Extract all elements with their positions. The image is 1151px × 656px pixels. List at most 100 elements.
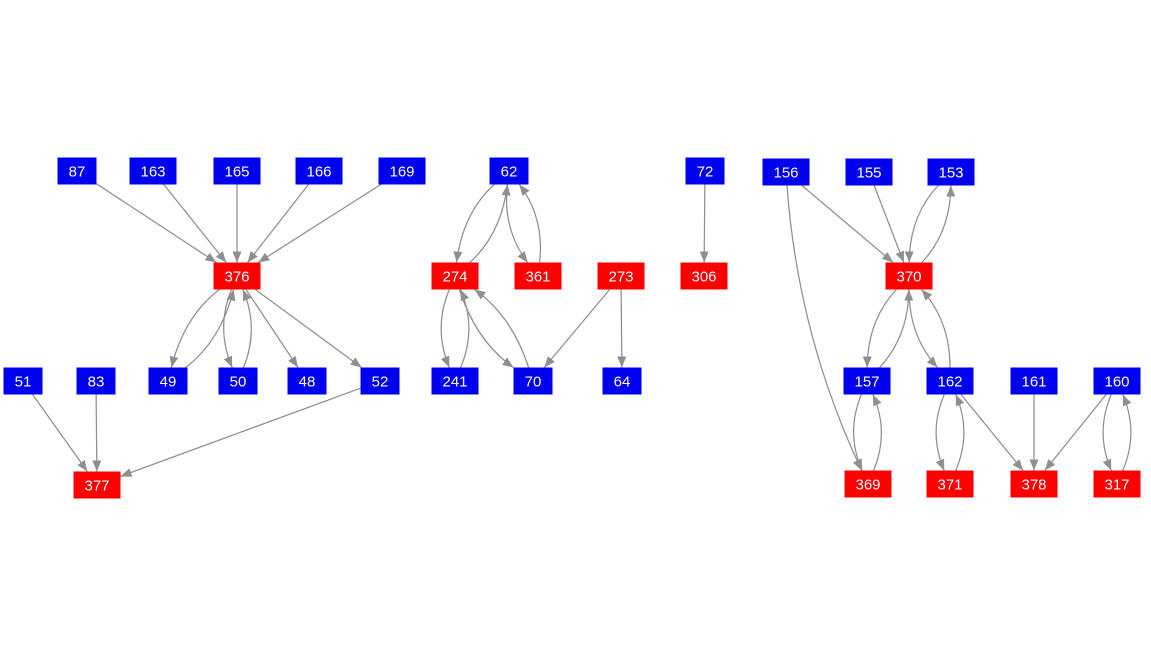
graph-node-376 bbox=[213, 262, 261, 290]
graph-node-label-157: 157 bbox=[854, 374, 879, 391]
graph-node-370 bbox=[885, 262, 933, 290]
graph-node-label-241: 241 bbox=[442, 374, 467, 391]
graph-node-label-306: 306 bbox=[691, 269, 716, 286]
graph-node-157 bbox=[843, 367, 891, 395]
graph-node-48 bbox=[287, 367, 327, 395]
graph-node-label-153: 153 bbox=[938, 165, 963, 182]
graph-node-label-50: 50 bbox=[230, 374, 247, 391]
edge-376-50 bbox=[223, 289, 233, 368]
graph-node-label-274: 274 bbox=[442, 269, 467, 286]
edges-layer bbox=[32, 183, 1132, 477]
graph-node-160 bbox=[1093, 367, 1141, 395]
edge-370-153 bbox=[921, 185, 956, 263]
graph-node-label-48: 48 bbox=[299, 374, 316, 391]
graph-node-label-370: 370 bbox=[896, 269, 921, 286]
graph-node-377 bbox=[73, 471, 121, 499]
graph-node-163 bbox=[129, 157, 177, 185]
edge-157-370 bbox=[879, 289, 914, 368]
graph-node-label-361: 361 bbox=[525, 269, 550, 286]
graph-node-70 bbox=[513, 367, 553, 395]
graph-node-label-165: 165 bbox=[224, 164, 249, 181]
edge-62-274 bbox=[453, 184, 495, 263]
graph-node-label-371: 371 bbox=[937, 477, 962, 494]
graph-node-169 bbox=[378, 157, 426, 185]
graph-node-label-62: 62 bbox=[501, 164, 518, 181]
graph-node-label-52: 52 bbox=[372, 374, 389, 391]
graph-node-161 bbox=[1010, 367, 1058, 395]
graph-node-317 bbox=[1093, 470, 1141, 498]
edge-162-370 bbox=[920, 289, 951, 368]
graph-node-83 bbox=[76, 367, 116, 395]
graph-node-label-273: 273 bbox=[608, 269, 633, 286]
graph-node-label-49: 49 bbox=[160, 374, 177, 391]
edge-50-376 bbox=[242, 289, 252, 368]
edge-52-377 bbox=[120, 387, 361, 477]
edge-274-62 bbox=[469, 184, 511, 263]
edge-62-361 bbox=[505, 184, 529, 263]
graph-node-label-169: 169 bbox=[389, 164, 414, 181]
edge-376-52 bbox=[255, 288, 362, 369]
graph-node-label-317: 317 bbox=[1104, 477, 1129, 494]
graph-node-156 bbox=[762, 158, 810, 186]
graph-node-label-87: 87 bbox=[69, 164, 86, 181]
edge-273-64 bbox=[617, 289, 627, 368]
graph-node-label-155: 155 bbox=[856, 165, 881, 182]
edge-155-370 bbox=[873, 185, 905, 263]
graph-node-51 bbox=[3, 367, 43, 395]
graph-node-label-160: 160 bbox=[1104, 374, 1129, 391]
graph-node-274 bbox=[431, 262, 479, 290]
graph-node-50 bbox=[218, 367, 258, 395]
graph-node-label-376: 376 bbox=[224, 269, 249, 286]
edge-162-378 bbox=[960, 394, 1024, 471]
graph-node-371 bbox=[926, 470, 974, 498]
graph-node-166 bbox=[295, 157, 343, 185]
edge-376-48 bbox=[245, 289, 299, 368]
graph-node-87 bbox=[57, 157, 97, 185]
graph-node-label-70: 70 bbox=[525, 374, 542, 391]
graph-node-label-72: 72 bbox=[697, 164, 714, 181]
edge-87-376 bbox=[96, 183, 217, 264]
edge-49-376 bbox=[185, 289, 236, 368]
edge-370-162 bbox=[908, 289, 939, 368]
graph-node-241 bbox=[431, 367, 479, 395]
edge-51-377 bbox=[32, 394, 88, 472]
edge-83-377 bbox=[92, 394, 102, 472]
graph-node-361 bbox=[514, 262, 562, 290]
graph-node-165 bbox=[213, 157, 261, 185]
graph-node-369 bbox=[844, 470, 892, 498]
edge-160-317 bbox=[1102, 394, 1112, 471]
graph-node-378 bbox=[1010, 470, 1058, 498]
edge-241-274 bbox=[460, 289, 470, 368]
edge-72-306 bbox=[699, 184, 709, 263]
graph-node-162 bbox=[926, 367, 974, 395]
graph-node-label-156: 156 bbox=[773, 165, 798, 182]
graph-node-label-377: 377 bbox=[84, 478, 109, 495]
edge-274-70 bbox=[458, 289, 514, 369]
graph-node-306 bbox=[680, 262, 728, 290]
edge-166-376 bbox=[247, 184, 309, 263]
graph-node-155 bbox=[845, 158, 893, 186]
edge-70-274 bbox=[474, 288, 530, 368]
graph-node-label-369: 369 bbox=[855, 477, 880, 494]
graph-node-49 bbox=[148, 367, 188, 395]
edge-153-370 bbox=[904, 185, 939, 263]
edge-156-370 bbox=[801, 185, 894, 263]
graph-node-72 bbox=[685, 157, 725, 185]
graph-node-label-64: 64 bbox=[614, 374, 631, 391]
edge-361-62 bbox=[518, 184, 542, 263]
edge-163-376 bbox=[163, 184, 227, 263]
graph-node-label-163: 163 bbox=[140, 164, 165, 181]
edge-317-160 bbox=[1122, 394, 1132, 471]
edge-162-371 bbox=[935, 394, 945, 471]
graph-node-273 bbox=[597, 262, 645, 290]
graph-node-label-83: 83 bbox=[88, 374, 105, 391]
edge-371-162 bbox=[955, 394, 965, 471]
edge-169-376 bbox=[257, 183, 382, 264]
edge-273-70 bbox=[543, 289, 611, 368]
edge-274-241 bbox=[440, 289, 450, 368]
graph-node-label-51: 51 bbox=[15, 374, 32, 391]
graph-node-label-161: 161 bbox=[1021, 374, 1046, 391]
